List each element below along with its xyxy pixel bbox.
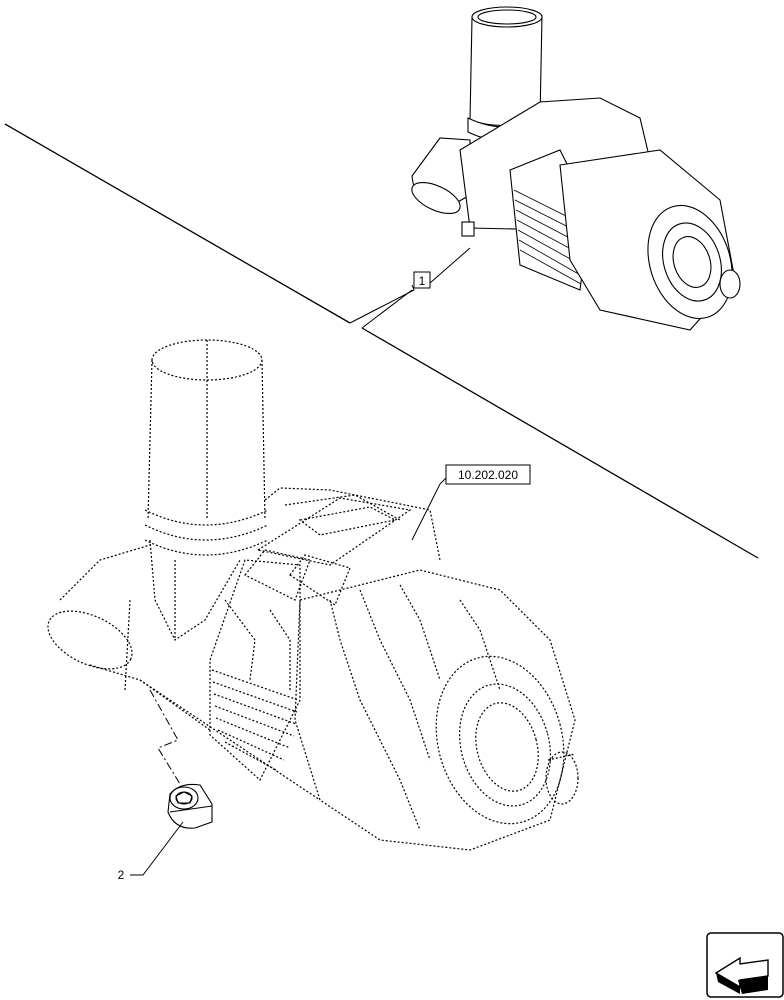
reference-callout[interactable]: 10.202.020 — [411, 464, 531, 541]
callout-1-label: 1 — [419, 274, 426, 288]
drain-valve — [167, 783, 213, 829]
back-arrow-icon[interactable] — [706, 932, 784, 998]
air-filter-assembly-small — [411, 6, 741, 331]
callout-1[interactable]: 1 — [349, 247, 471, 329]
reference-callout-label: 10.202.020 — [458, 468, 518, 482]
drain-leader-line — [149, 689, 181, 785]
callout-2-label: 2 — [118, 868, 125, 882]
callout-2[interactable]: 2 — [118, 821, 184, 882]
separator-lines — [4, 123, 759, 559]
air-filter-assembly-large — [47, 339, 579, 851]
